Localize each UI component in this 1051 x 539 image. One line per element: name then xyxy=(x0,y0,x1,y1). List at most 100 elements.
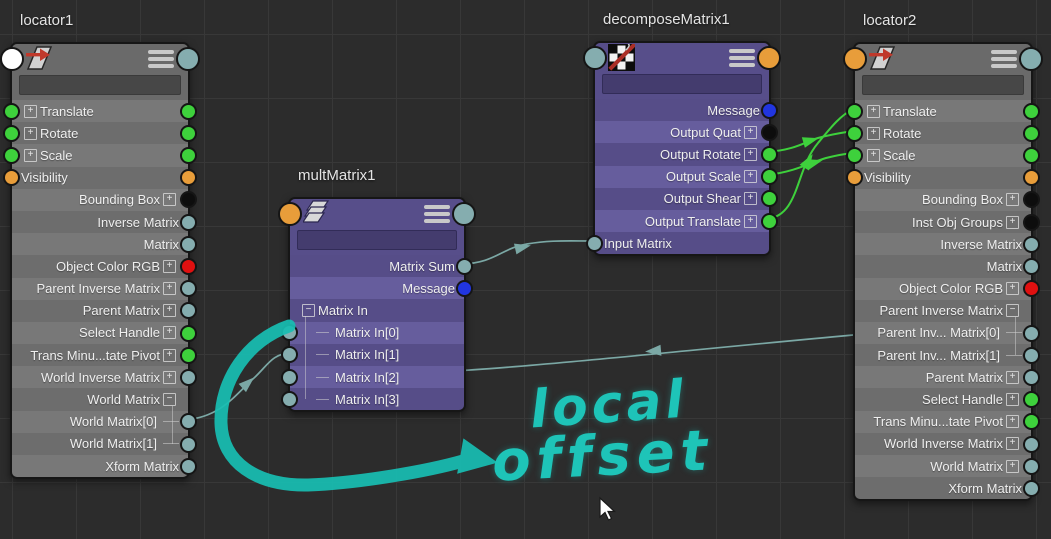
expand-plus-icon[interactable]: + xyxy=(1006,370,1019,384)
port-rotate-input[interactable] xyxy=(846,124,863,142)
expand-plus-icon[interactable]: + xyxy=(867,148,880,162)
port-world-inverse-matrix-output[interactable] xyxy=(1023,435,1040,453)
rename-field[interactable] xyxy=(862,75,1024,95)
rename-field[interactable] xyxy=(297,230,457,250)
port-object-color-rgb-output[interactable] xyxy=(180,258,197,275)
row-inverse-matrix[interactable]: Inverse Matrix xyxy=(12,210,188,234)
row-matrix[interactable]: Matrix xyxy=(12,233,188,256)
expand-plus-icon[interactable]: + xyxy=(744,125,757,139)
port-scale-input[interactable] xyxy=(846,147,863,164)
node-header[interactable] xyxy=(290,199,464,227)
header-circle-left[interactable] xyxy=(278,202,302,226)
node-header[interactable] xyxy=(855,44,1031,72)
port-bounding-box-output[interactable] xyxy=(1023,191,1040,209)
port-message-output[interactable] xyxy=(761,101,778,119)
port-scale-output[interactable] xyxy=(180,147,197,164)
port-parent-inverse-matrix-output[interactable] xyxy=(180,280,197,298)
port-translate-output[interactable] xyxy=(180,102,197,120)
row-parent-matrix[interactable]: Parent Matrix+ xyxy=(12,299,188,322)
header-circle-left[interactable] xyxy=(583,46,607,70)
expand-plus-icon[interactable]: + xyxy=(1006,215,1019,229)
row-scale[interactable]: +Scale xyxy=(12,144,188,167)
port-parent-matrix-output[interactable] xyxy=(1023,369,1040,386)
expand-plus-icon[interactable]: + xyxy=(744,147,757,161)
port-matrix-sum-output[interactable] xyxy=(456,257,473,275)
node-header[interactable] xyxy=(12,44,188,72)
row-matrix-in-0[interactable]: Matrix In[0] xyxy=(290,321,464,344)
port-output-quat-output[interactable] xyxy=(761,123,778,141)
row-visibility[interactable]: Visibility xyxy=(12,166,188,189)
row-world-matrix-1[interactable]: World Matrix[1] xyxy=(12,432,188,455)
expand-plus-icon[interactable]: + xyxy=(24,126,37,140)
row-parent-inv-matrix-0[interactable]: Parent Inv... Matrix[0] xyxy=(855,321,1031,345)
row-rotate[interactable]: +Rotate xyxy=(12,122,188,145)
row-parent-inverse-matrix[interactable]: Parent Inverse Matrix+ xyxy=(12,277,188,300)
header-circle-right[interactable] xyxy=(176,47,200,71)
expand-plus-icon[interactable]: + xyxy=(1006,193,1019,207)
port-output-shear-output[interactable] xyxy=(761,190,778,208)
header-circle-right[interactable] xyxy=(452,202,476,226)
row-trans-minu-tate-pivot[interactable]: Trans Minu...tate Pivot+ xyxy=(12,344,188,367)
row-matrix-in-1[interactable]: Matrix In[1] xyxy=(290,343,464,366)
row-world-matrix-0[interactable]: World Matrix[0] xyxy=(12,410,188,433)
expand-plus-icon[interactable]: + xyxy=(163,193,176,207)
row-output-shear[interactable]: Output Shear+ xyxy=(595,187,769,210)
port-parent-matrix-output[interactable] xyxy=(180,302,197,320)
expand-plus-icon[interactable]: + xyxy=(1006,415,1019,429)
row-output-rotate[interactable]: Output Rotate+ xyxy=(595,143,769,166)
hamburger-menu-icon[interactable] xyxy=(729,49,755,70)
port-matrix-output[interactable] xyxy=(180,235,197,253)
port-trans-minu-tate-pivot-output[interactable] xyxy=(1023,413,1040,431)
row-trans-minu-tate-pivot[interactable]: Trans Minu...tate Pivot+ xyxy=(855,410,1031,433)
row-output-quat[interactable]: Output Quat+ xyxy=(595,121,769,144)
port-parent-inv-matrix-1-output[interactable] xyxy=(1023,346,1040,364)
expand-plus-icon[interactable]: + xyxy=(24,148,37,162)
wire-decomposematrix1-outputtranslate-to-locator2-translate[interactable] xyxy=(766,108,854,220)
header-circle-left[interactable] xyxy=(0,47,24,71)
expand-plus-icon[interactable]: + xyxy=(867,104,880,118)
row-output-scale[interactable]: Output Scale+ xyxy=(595,165,769,188)
expand-plus-icon[interactable]: + xyxy=(163,259,176,273)
row-translate[interactable]: +Translate xyxy=(855,100,1031,123)
row-matrix-in-2[interactable]: Matrix In[2] xyxy=(290,365,464,389)
expand-plus-icon[interactable]: + xyxy=(163,348,176,362)
port-select-handle-output[interactable] xyxy=(180,324,197,342)
expand-plus-icon[interactable]: + xyxy=(163,370,176,384)
expand-plus-icon[interactable]: + xyxy=(1006,282,1019,296)
port-scale-input[interactable] xyxy=(3,147,20,164)
row-xform-matrix[interactable]: Xform Matrix xyxy=(855,477,1031,500)
expand-plus-icon[interactable]: + xyxy=(744,214,757,228)
port-trans-minu-tate-pivot-output[interactable] xyxy=(180,346,197,364)
port-inst-obj-groups-output[interactable] xyxy=(1023,213,1040,231)
expand-plus-icon[interactable]: + xyxy=(1006,393,1019,407)
row-translate[interactable]: +Translate xyxy=(12,100,188,123)
port-scale-output[interactable] xyxy=(1023,147,1040,164)
port-inverse-matrix-output[interactable] xyxy=(180,213,197,231)
row-bounding-box[interactable]: Bounding Box+ xyxy=(12,188,188,211)
header-circle-left[interactable] xyxy=(843,47,867,71)
expand-plus-icon[interactable]: + xyxy=(1006,459,1019,473)
port-rotate-input[interactable] xyxy=(3,124,20,142)
port-visibility-output[interactable] xyxy=(180,169,197,187)
row-world-matrix[interactable]: World Matrix− xyxy=(12,388,188,411)
hamburger-menu-icon[interactable] xyxy=(424,205,450,226)
row-matrix[interactable]: Matrix xyxy=(855,255,1031,278)
port-world-matrix-output[interactable] xyxy=(1023,457,1040,475)
hamburger-menu-icon[interactable] xyxy=(991,50,1017,71)
wire-decomposematrix1-outputrotate-to-locator2-rotate[interactable] xyxy=(766,130,854,153)
expand-minus-icon[interactable]: − xyxy=(163,393,176,407)
port-bounding-box-output[interactable] xyxy=(180,191,197,209)
wire-multmatrix1-matrixsum-to-decomposematrix1-inputmatrix[interactable] xyxy=(461,240,594,265)
row-message[interactable]: Message xyxy=(595,99,769,122)
row-matrix-in[interactable]: −Matrix In xyxy=(290,299,464,322)
expand-minus-icon[interactable]: − xyxy=(1006,304,1019,318)
row-world-inverse-matrix[interactable]: World Inverse Matrix+ xyxy=(855,432,1031,455)
row-select-handle[interactable]: Select Handle+ xyxy=(12,321,188,345)
header-circle-right[interactable] xyxy=(757,46,781,70)
rename-field[interactable] xyxy=(602,74,762,94)
row-object-color-rgb[interactable]: Object Color RGB+ xyxy=(855,277,1031,300)
